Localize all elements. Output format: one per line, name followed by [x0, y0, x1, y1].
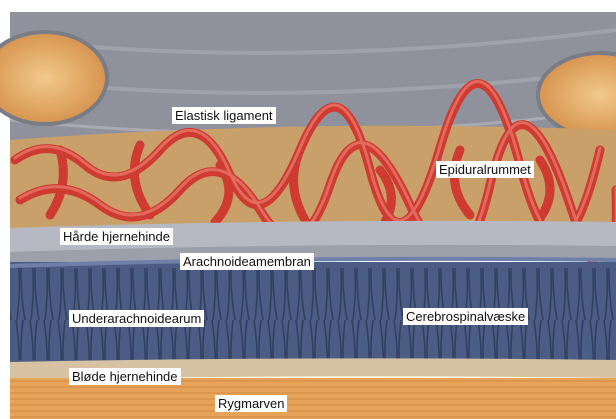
label-epidural-space: Epiduralrummet: [436, 161, 534, 178]
label-dura-mater: Hårde hjernehinde: [60, 228, 173, 245]
label-spinal-cord: Rygmarven: [215, 395, 287, 412]
label-elastic-ligament: Elastisk ligament: [172, 107, 276, 124]
label-subarachnoid-space: Underarachnoidearum: [69, 310, 204, 327]
label-cerebrospinal-fluid: Cerebrospinalvæske: [403, 308, 528, 325]
vertebra-bone-left: [0, 32, 107, 124]
label-pia-mater: Bløde hjernehinde: [69, 368, 181, 385]
label-arachnoid-membrane: Arachnoideamembran: [180, 253, 314, 270]
